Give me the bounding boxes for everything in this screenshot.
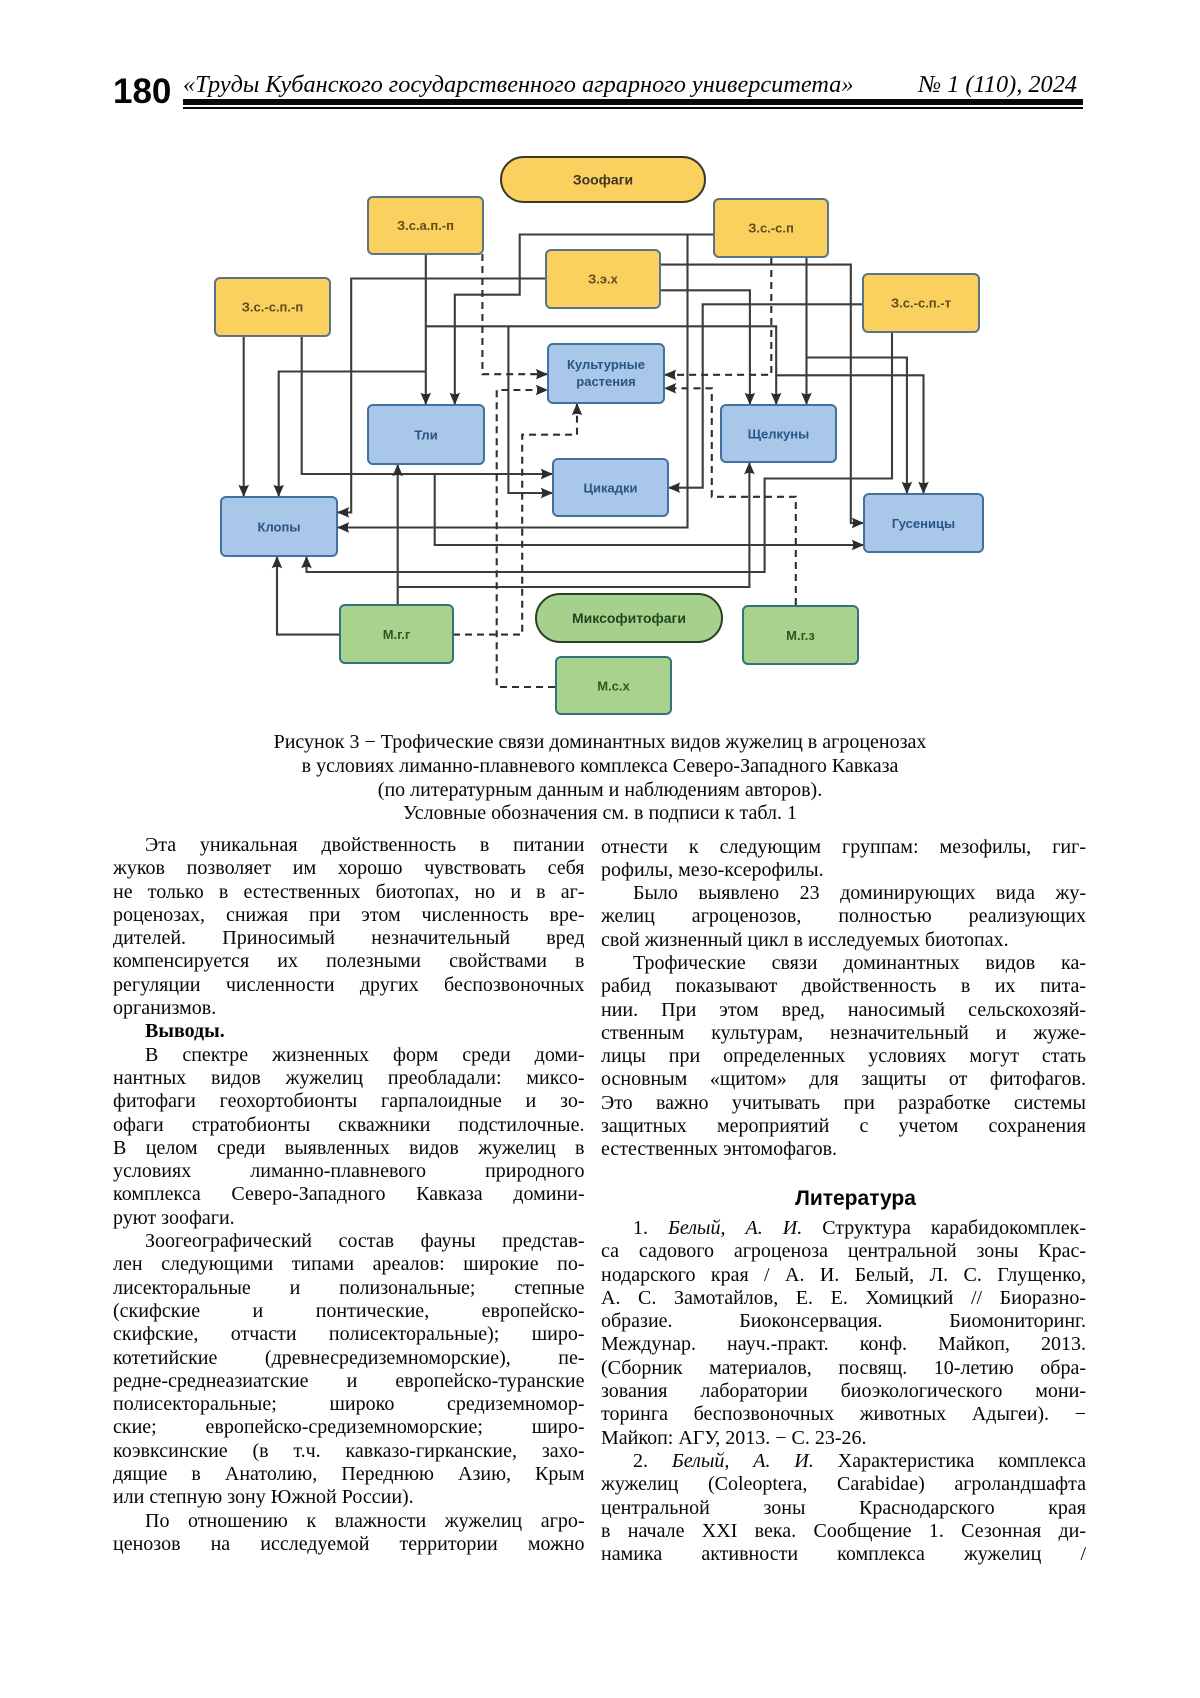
svg-text:Цикадки: Цикадки xyxy=(584,481,638,496)
svg-text:Гусеницы: Гусеницы xyxy=(892,516,955,531)
svg-text:Миксофитофаги: Миксофитофаги xyxy=(572,610,686,626)
svg-text:З.э.х: З.э.х xyxy=(588,272,619,287)
svg-text:Клопы: Клопы xyxy=(258,520,301,535)
svg-text:Тли: Тли xyxy=(414,428,437,443)
svg-text:Щелкуны: Щелкуны xyxy=(748,427,809,442)
svg-text:растения: растения xyxy=(576,374,635,389)
svg-text:З.с.-с.п.-п: З.с.-с.п.-п xyxy=(242,300,303,315)
svg-text:З.с.-с.п: З.с.-с.п xyxy=(748,221,794,236)
svg-text:М.г.г: М.г.г xyxy=(383,627,411,642)
svg-text:З.с.а.п.-п: З.с.а.п.-п xyxy=(397,218,454,233)
svg-text:З.с.-с.п.-т: З.с.-с.п.-т xyxy=(891,296,951,311)
svg-text:Культурные: Культурные xyxy=(567,357,645,372)
svg-text:М.с.х: М.с.х xyxy=(597,679,630,694)
svg-text:М.г.з: М.г.з xyxy=(786,628,815,643)
svg-text:Зоофаги: Зоофаги xyxy=(573,172,633,188)
